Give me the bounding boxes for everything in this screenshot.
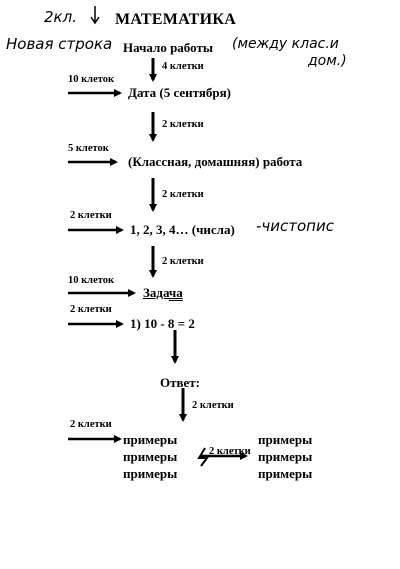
spacing-10-cells-a: 10 клеток — [68, 74, 115, 85]
task-heading: Задача — [143, 286, 183, 299]
grade-note: 2кл. — [44, 8, 77, 26]
expression-text: 1) 10 - 8 = 2 — [130, 316, 195, 331]
new-line-note: Новая строка — [6, 35, 113, 53]
spacing-10-cells-b: 10 клеток — [68, 275, 115, 286]
spacing-2-cells-c: 2 клетки — [70, 210, 112, 221]
task-heading-suffix: ча — [168, 285, 183, 300]
between-note-1: (между клас.и — [232, 36, 339, 52]
handwritten-mark — [197, 447, 209, 467]
examples-right-1: примеры — [258, 432, 313, 447]
start-work-text: Начало работы — [123, 40, 214, 55]
numbers-handwritten-note: -чистопис — [256, 217, 334, 235]
examples-left-1: примеры — [123, 432, 178, 447]
spacing-2-cells-f: 2 клетки — [192, 400, 234, 411]
examples-left-3: примеры — [123, 466, 178, 481]
numbers-text: 1, 2, 3, 4… (числа) — [130, 222, 235, 237]
spacing-2-cells-d: 2 клетки — [162, 256, 204, 267]
spacing-5-cells: 5 клеток — [68, 143, 109, 154]
spacing-2-cells-h: 2 клетки — [209, 446, 251, 457]
spacing-2-cells-a: 2 клетки — [162, 119, 204, 130]
answer-text: Ответ: — [160, 375, 201, 390]
examples-right-2: примеры — [258, 449, 313, 464]
spacing-2-cells-e: 2 клетки — [70, 304, 112, 315]
classwork-text: (Классная, домашняя) работа — [128, 154, 303, 169]
date-text: Дата (5 сентября) — [128, 85, 232, 100]
spacing-2-cells-b: 2 клетки — [162, 189, 204, 200]
examples-right-3: примеры — [258, 466, 313, 481]
spacing-2-cells-g: 2 клетки — [70, 419, 112, 430]
between-note-2: дом.) — [308, 53, 347, 69]
spacing-4-cells: 4 клетки — [162, 61, 204, 72]
handwritten-down-arrow — [90, 6, 100, 25]
task-heading-prefix: Зада — [143, 285, 169, 300]
examples-left-2: примеры — [123, 449, 178, 464]
page-title: МАТЕМАТИКА — [115, 11, 237, 28]
